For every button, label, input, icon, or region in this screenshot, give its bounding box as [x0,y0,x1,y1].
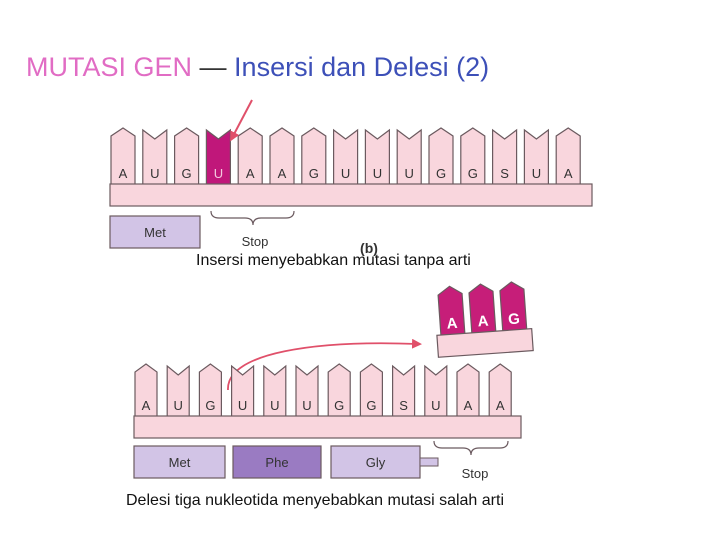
top-base: U [205,128,231,187]
top-base: A [237,127,263,187]
top-base-label: U [214,166,223,181]
top-base-label: U [150,166,159,181]
deletion-panel: A A G A U G U U U G G S U A A Met Phe Gly Stop [133,281,534,481]
insertion-panel: A U G U A A G U U U G G S U A Met Stop (b) [109,99,593,256]
insertion-arrow [230,99,253,142]
top-base-label: U [341,166,350,181]
top-base-label: S [500,166,509,181]
slide-title: MUTASI GEN — Insersi dan Delesi (2) [26,54,489,81]
top-base: U [364,128,390,187]
top-base: U [333,128,359,187]
bottom-base-label: G [205,398,215,413]
bottom-base: G [198,363,222,419]
bottom-base-label: G [366,398,376,413]
title-part-2: Insersi dan Delesi (2) [234,52,490,82]
deleted-backbone [436,328,534,358]
protein-tail [419,457,439,467]
deleted-base-label: G [508,310,521,328]
bottom-base: G [327,363,351,419]
top-base-label: G [182,166,192,181]
top-protein-chain: Met [109,215,201,249]
top-base-label: A [119,166,128,181]
bottom-base-label: U [174,398,183,413]
top-base: A [555,127,581,187]
bottom-amino-acid-label: Met [169,455,191,470]
top-base-label: A [246,166,255,181]
bottom-amino-acid: Gly [330,445,421,479]
deleted-base-label: A [477,313,489,331]
deletion-caption: Delesi tiga nukleotida menyebabkan mutas… [126,492,504,509]
bottom-amino-acid-box [330,445,421,479]
bottom-base: G [359,363,383,419]
bottom-base-label: A [464,398,473,413]
top-base-label: U [373,166,382,181]
top-amino-acid: Met [109,215,201,249]
bottom-base: A [488,363,512,419]
top-base: A [269,127,295,187]
bottom-amino-acid-label: Phe [265,455,288,470]
deleted-base: A [468,283,497,336]
bottom-base-label: U [270,398,279,413]
bottom-protein-chain: Met Phe Gly [133,445,439,479]
top-base: G [428,127,454,187]
bottom-base-label: S [399,398,408,413]
bottom-base: A [456,363,480,419]
top-base-label: U [532,166,541,181]
insertion-caption: Insersi menyebabkan mutasi tanpa arti [196,252,471,269]
deletion-arrow [227,338,422,391]
top-mrna-backbone [109,183,593,207]
top-panel-label: (b) [360,240,378,256]
bottom-base-label: U [238,398,247,413]
bottom-mrna-backbone [133,415,522,439]
bottom-base: U [166,364,190,419]
top-base-label: A [564,166,573,181]
bottom-base: A [134,363,158,419]
top-base: G [174,127,200,187]
bottom-amino-acid-box [232,445,322,479]
bottom-base: S [392,364,416,419]
bottom-base: U [263,364,287,419]
top-amino-acid-box [109,215,201,249]
top-base-label: G [436,166,446,181]
top-stop-bracket [210,210,295,226]
top-base: G [460,127,486,187]
top-base: U [523,128,549,187]
top-base: G [301,127,327,187]
bottom-base-label: A [496,398,505,413]
bottom-base: U [295,364,319,419]
bottom-base-label: G [334,398,344,413]
bottom-amino-acid-label: Gly [366,455,386,470]
bottom-amino-acid: Met [133,445,226,479]
top-base-label: U [405,166,414,181]
top-stop-label: Stop [242,234,269,249]
bottom-amino-acid: Phe [232,445,322,479]
title-dash: — [199,52,227,82]
top-base: S [492,128,518,187]
top-base-label: G [309,166,319,181]
top-base-label: G [468,166,478,181]
bottom-stop-bracket [433,440,509,456]
top-base: A [110,127,136,187]
bottom-stop-label: Stop [462,466,489,481]
bottom-base-label: U [431,398,440,413]
top-base: U [396,128,422,187]
title-part-1: MUTASI GEN [26,52,193,82]
bottom-base-label: A [142,398,151,413]
deleted-base-label: A [446,315,458,333]
top-base: U [142,128,168,187]
bottom-base-label: U [302,398,311,413]
deleted-base: A [437,285,466,338]
bottom-base: U [231,364,255,419]
deleted-base: G [499,281,528,334]
top-base-label: A [278,166,287,181]
bottom-base: U [424,364,448,419]
bottom-amino-acid-box [133,445,226,479]
top-amino-acid-label: Met [144,225,166,240]
